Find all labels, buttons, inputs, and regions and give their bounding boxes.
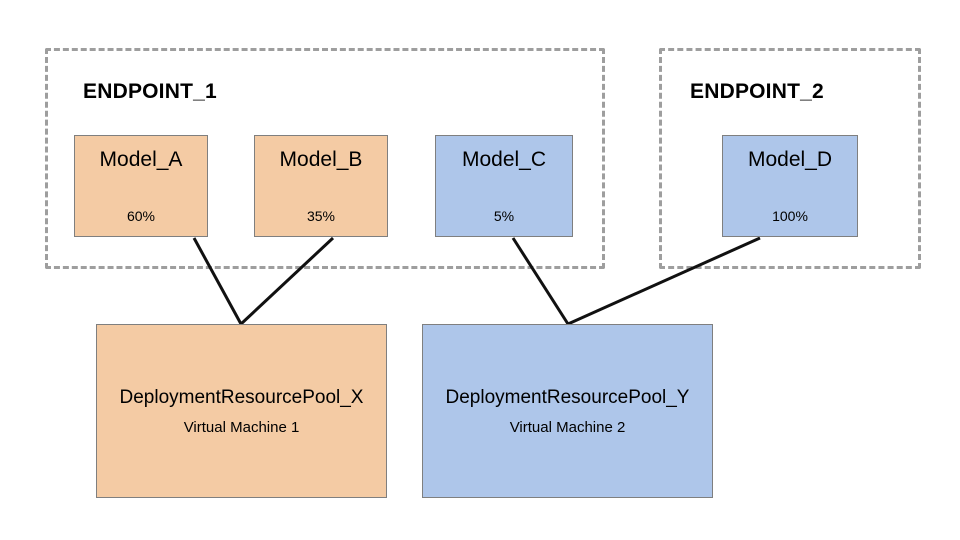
model-d-traffic-split: 100%: [772, 208, 808, 224]
model-box-model-d[interactable]: Model_D 100%: [722, 135, 858, 237]
model-b-traffic-split: 35%: [306, 208, 336, 224]
pool-x-virtual-machine-label: Virtual Machine 1: [183, 418, 300, 436]
endpoint-1-label: ENDPOINT_1: [83, 80, 217, 103]
model-box-model-b[interactable]: Model_B 35%: [254, 135, 388, 237]
pool-y-name: DeploymentResourcePool_Y: [445, 386, 690, 408]
model-c-traffic-split: 5%: [493, 208, 515, 224]
pool-x-name: DeploymentResourcePool_X: [119, 386, 364, 408]
model-box-model-a[interactable]: Model_A 60%: [74, 135, 208, 237]
pool-box-deployment-resource-pool-y[interactable]: DeploymentResourcePool_Y Virtual Machine…: [422, 324, 713, 498]
model-a-traffic-split: 60%: [126, 208, 156, 224]
endpoint-2-label: ENDPOINT_2: [690, 80, 824, 103]
pool-box-deployment-resource-pool-x[interactable]: DeploymentResourcePool_X Virtual Machine…: [96, 324, 387, 498]
pool-y-virtual-machine-label: Virtual Machine 2: [509, 418, 626, 436]
model-box-model-c[interactable]: Model_C 5%: [435, 135, 573, 237]
endpoint-group-2[interactable]: [659, 48, 921, 269]
model-c-name: Model_C: [461, 148, 547, 171]
model-b-name: Model_B: [279, 148, 363, 171]
model-a-name: Model_A: [99, 148, 183, 171]
model-d-name: Model_D: [747, 148, 833, 171]
